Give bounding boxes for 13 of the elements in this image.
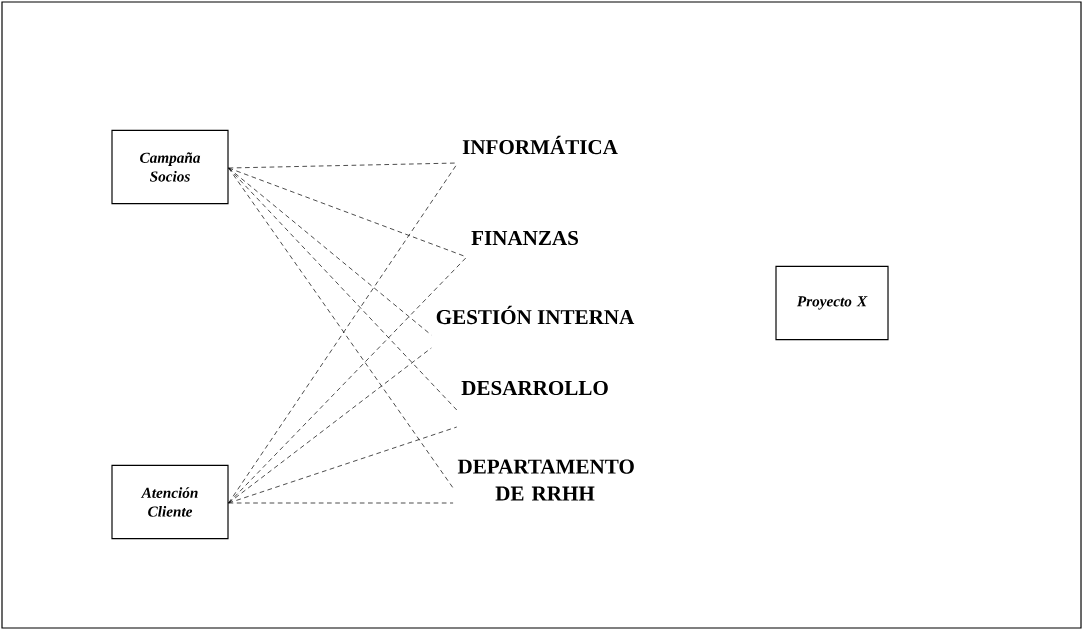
- labeled-box: Proyecto X: [775, 265, 889, 341]
- department-label: FINANZAS: [471, 230, 578, 246]
- dashed-line: [228, 167, 458, 411]
- dashed-line: [228, 347, 432, 504]
- department-label: DEPARTAMENTO DE RRHH: [457, 459, 634, 501]
- department-label: DESARROLLO: [461, 380, 608, 396]
- dashed-line: [228, 502, 454, 504]
- dashed-line: [228, 256, 468, 504]
- department-label: GESTIÓN INTERNA: [436, 305, 635, 325]
- dashed-line: [228, 426, 458, 504]
- labeled-box: Atención Cliente: [111, 464, 229, 540]
- labeled-box: Campaña Socios: [111, 129, 229, 205]
- department-label: INFORMÁTICA: [462, 135, 618, 155]
